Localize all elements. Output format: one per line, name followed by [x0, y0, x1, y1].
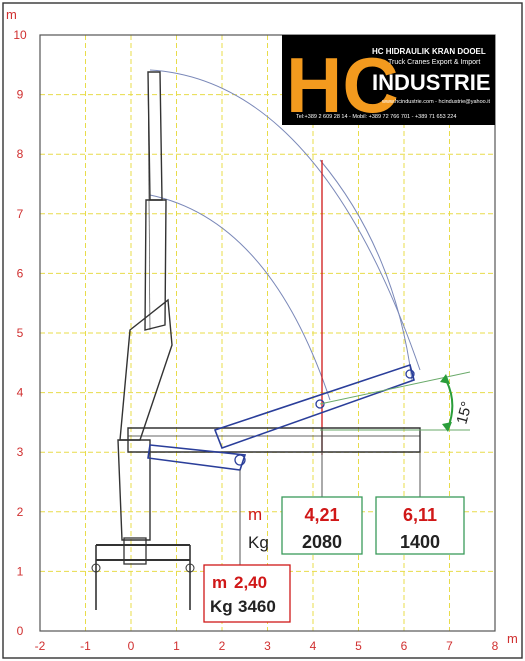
load-box-3-frame — [203, 564, 291, 623]
x-tick-label: -1 — [80, 639, 91, 653]
load-box-2-distance: 6,11 — [403, 505, 437, 525]
load-box-3-load: 3460 — [238, 597, 276, 616]
x-tick-label: 0 — [128, 639, 135, 653]
y-tick-label: 5 — [17, 326, 24, 340]
logo-letters: HC — [286, 41, 399, 129]
x-axis-ticks: -2 -1 0 1 2 3 4 5 6 7 8 — [35, 639, 499, 653]
y-tick-label: 7 — [17, 207, 24, 221]
x-axis-unit: m — [507, 631, 518, 646]
angle-indicator — [319, 371, 471, 432]
x-tick-label: 7 — [446, 639, 453, 653]
y-tick-label: 1 — [17, 564, 24, 578]
x-tick-label: 3 — [264, 639, 271, 653]
x-tick-label: 1 — [173, 639, 180, 653]
y-tick-label: 9 — [17, 88, 24, 102]
load-box-1-distance: 4,21 — [304, 505, 339, 525]
load-box-1-load: 2080 — [302, 532, 342, 552]
load-box-2-frame — [375, 496, 465, 555]
load-box-3-kg-label: Kg — [210, 597, 233, 616]
logo-line2: Truck Cranes Export & Import — [388, 59, 480, 66]
x-tick-label: 5 — [355, 639, 362, 653]
logo-web: www.hcindustrie.com - hcindustrie@yahoo.… — [381, 99, 490, 105]
load-box-2-load: 1400 — [400, 532, 440, 552]
y-tick-label: 3 — [17, 445, 24, 459]
y-tick-label: 0 — [17, 624, 24, 638]
angle-label: 15° — [453, 400, 475, 426]
crane-base — [91, 439, 195, 610]
crane-raised-boom — [147, 363, 415, 471]
y-tick-label: 6 — [17, 266, 24, 280]
outer-reach-arc — [149, 69, 421, 371]
y-axis-ticks: 0 1 2 3 4 5 6 7 8 9 10 — [13, 28, 27, 638]
logo-brand: INDUSTRIE — [372, 70, 491, 95]
company-logo: HC HC HIDRAULIK KRAN DOOEL Truck Cranes … — [282, 35, 495, 129]
x-tick-label: -2 — [35, 639, 46, 653]
mid-reach-arc — [319, 159, 413, 381]
x-tick-label: 2 — [219, 639, 226, 653]
load-box-1-m-label: m — [248, 505, 262, 524]
inner-reach-arc — [149, 194, 331, 401]
load-box-1-frame — [281, 496, 363, 555]
crane-vertical-boom — [119, 71, 173, 441]
logo-line1: HC HIDRAULIK KRAN DOOEL — [372, 47, 486, 56]
plot-frame — [39, 34, 496, 632]
load-box-3-m-label: m — [212, 573, 227, 592]
y-tick-label: 8 — [17, 147, 24, 161]
load-box-6-11: 6,11 1400 — [375, 496, 465, 555]
x-tick-label: 8 — [492, 639, 499, 653]
y-tick-label: 2 — [17, 505, 24, 519]
load-box-3-distance: 2,40 — [234, 573, 267, 592]
y-tick-label: 4 — [17, 386, 24, 400]
y-tick-label: 10 — [13, 28, 27, 42]
x-tick-label: 6 — [401, 639, 408, 653]
load-box-4-21: m Kg 4,21 2080 — [248, 496, 363, 555]
y-axis-unit: m — [6, 7, 17, 22]
load-box-2-40: m 2,40 Kg 3460 — [203, 564, 291, 623]
logo-phone: Tel:+389 2 609 28 14 - Mobil: +389 72 76… — [296, 114, 456, 120]
x-tick-label: 4 — [310, 639, 317, 653]
crane-horizontal-boom — [127, 427, 421, 453]
load-box-1-kg-label: Kg — [248, 533, 269, 552]
